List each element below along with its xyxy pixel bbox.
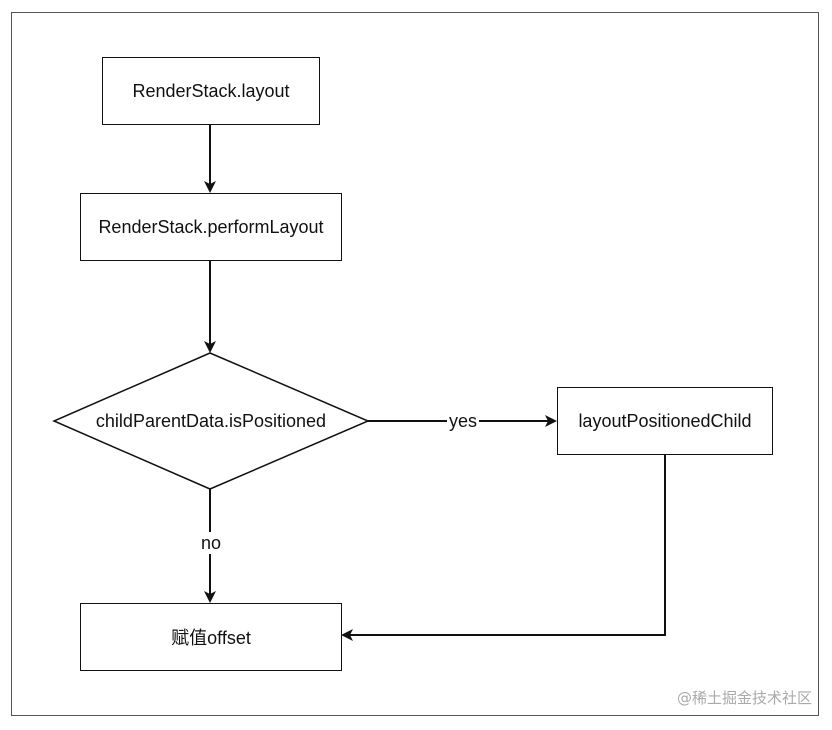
node-renderstack-performlayout: RenderStack.performLayout — [80, 193, 342, 261]
edge-label-yes: yes — [447, 410, 480, 432]
node-layout-positioned-child: layoutPositionedChild — [557, 387, 773, 455]
node-decision-label: childParentData.isPositioned — [95, 410, 327, 431]
watermark: @稀土掘金技术社区 — [676, 689, 812, 707]
diagram-frame — [11, 12, 819, 716]
edge-label-no: no — [199, 532, 224, 554]
edge-positionedchild-to-offset — [341, 455, 666, 641]
node-renderstack-layout: RenderStack.layout — [102, 57, 320, 125]
node-assign-offset: 赋值offset — [80, 603, 342, 671]
